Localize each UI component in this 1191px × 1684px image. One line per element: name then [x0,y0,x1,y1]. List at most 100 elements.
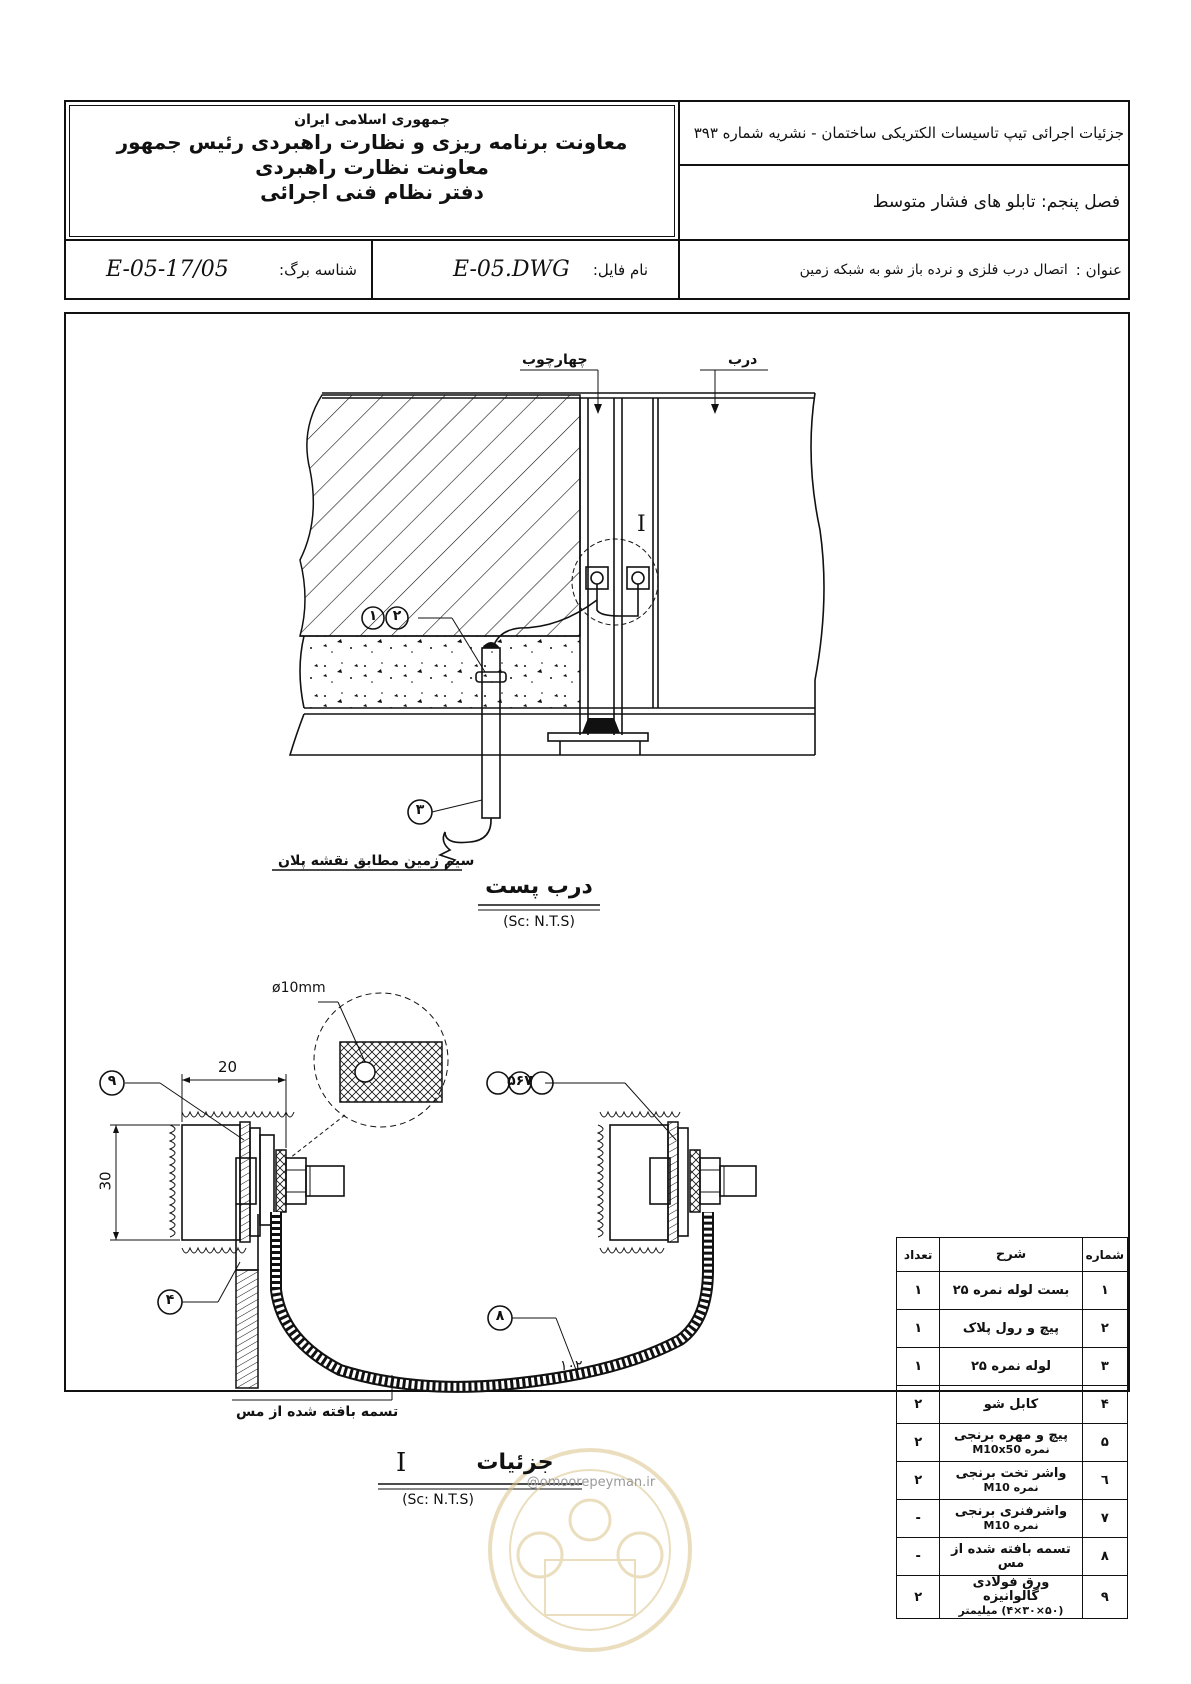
balloon-4-text: ۴ [165,1292,175,1308]
header-count: تعداد [895,1237,941,1272]
sheet-id-value: E-05-17/05 [106,257,229,282]
balloon-3 [407,799,433,825]
sheet-id-cell: E-05-17/05 شناسه برگ: [66,241,371,298]
balloon-8 [487,1305,513,1331]
row-count: ۱ [895,1347,941,1386]
concrete-layer [303,636,580,708]
org-line-3: معاونت نظارت راهبردی [255,155,489,179]
header-divider-h1 [680,164,1130,166]
detail-I-drawing [110,992,757,1401]
org-line-4: دفتر نظام فنی اجرائی [260,180,484,204]
diameter-label: ø10mm [272,980,326,996]
row-desc-text: بست لوله نمره ۲۵ [952,1282,1070,1298]
caption-detail-mark: I [396,1448,407,1478]
row-desc-text: واشر تخت برنجی [955,1465,1067,1481]
row-num: ۷ [1081,1499,1129,1538]
header-divider-v2 [371,241,373,298]
row-desc-text: واشرفنری برنجی [954,1503,1068,1519]
detail-mark-I: I [637,512,646,537]
row-num: ٦ [1081,1461,1129,1500]
balloon-1-text: ۱ [368,608,378,624]
row-num: ۵ [1081,1423,1129,1462]
label-frame: چهارچوب [522,352,588,368]
row-desc-text: ورق فولادی گالوانیزه [972,1575,1050,1604]
balloon-9 [99,1070,125,1096]
row-desc: پیچ و رول پلاک [939,1309,1083,1348]
row-desc-text: تسمه بافته شده از مس [951,1541,1071,1571]
row-desc-text: پیچ و رول پلاک [962,1320,1060,1336]
door-section-drawing [272,369,825,871]
strap-label: تسمه بافته شده از مس [236,1404,399,1420]
row-desc: بست لوله نمره ۲۵ [939,1271,1083,1310]
row-count: ۲ [895,1575,941,1619]
watermark-seal [488,1448,692,1652]
header-num: شماره [1081,1237,1129,1272]
row-num: ۲ [1081,1309,1129,1348]
row-desc: کابل شو [939,1385,1083,1424]
row-desc: تسمه بافته شده از مس [939,1537,1083,1576]
balloon-9-text: ۹ [107,1073,117,1089]
row-desc-sub: (۵۰×۳۰×۴) میلیمتر [958,1604,1064,1617]
table-row: ۳ لوله نمره ۲۵ ۱ [895,1347,1129,1386]
org-line-1: جمهوری اسلامی ایران [294,112,450,128]
braided-strap [270,1212,714,1393]
parts-table-header: شماره شرح تعداد [895,1237,1129,1272]
caption-detail: جزئیات [476,1450,554,1475]
publication-cell: جزئیات اجرائی تیپ تاسیسات الکتریکی ساختم… [680,102,1128,164]
chapter-text: فصل پنجم: تابلو های فشار متوسط [872,192,1120,212]
row-desc: لوله نمره ۲۵ [939,1347,1083,1386]
row-count: ۲ [895,1423,941,1462]
balloon-8-text: ۸ [495,1308,505,1324]
row-num: ۹ [1081,1575,1129,1619]
drawing-frame [64,312,1130,1392]
sheet-id-label: شناسه برگ: [279,260,357,279]
watermark-site: @omoorepeyman.ir [526,1475,656,1490]
org-cell: جمهوری اسلامی ایران معاونت برنامه ریزی و… [69,105,675,237]
row-num: ۱ [1081,1271,1129,1310]
page-number: ۱۰۲ [560,1358,583,1374]
row-num: ۳ [1081,1347,1129,1386]
balloon-7 [530,1071,554,1095]
title-cell: عنوان : اتصال درب فلزی و نرده باز شو به … [680,241,1128,298]
header-desc: شرح [939,1237,1083,1272]
row-desc-text: لوله نمره ۲۵ [970,1358,1052,1374]
dim-width-20: 20 [218,1058,238,1076]
scale-top: (Sc: N.T.S) [503,914,575,930]
row-num: ۸ [1081,1537,1129,1576]
row-desc-sub: نمره M10x50 [972,1442,1050,1456]
balloon-4 [157,1289,183,1315]
title-label: عنوان : [1075,260,1122,279]
balloon-3-text: ۳ [415,802,425,818]
row-count: ۲ [895,1461,941,1500]
file-value: E-05.DWG [453,257,570,282]
detail-circle-I [571,538,659,626]
file-cell: E-05.DWG نام فایل: [373,241,678,298]
magnify-circle [313,992,449,1128]
balloon-567-text: ۵۶۷ [507,1073,533,1089]
row-count: - [895,1499,941,1538]
ground-wire-label: سیم زمین مطابق نقشه پلان [278,853,475,869]
row-desc-text: پیچ و مهره برنجی [954,1427,1068,1443]
publication-text: جزئیات اجرائی تیپ تاسیسات الکتریکی ساختم… [693,124,1124,142]
caption-door-post: درب پست [485,874,593,899]
scale-bottom: (Sc: N.T.S) [402,1492,474,1508]
row-desc: ورق فولادی گالوانیزه(۵۰×۳۰×۴) میلیمتر [939,1575,1083,1619]
row-count: - [895,1537,941,1576]
balloon-1 [361,606,385,630]
title-value: اتصال درب فلزی و نرده باز شو به شبکه زمی… [799,261,1068,278]
row-num: ۴ [1081,1385,1129,1424]
balloon-2 [385,606,409,630]
table-row: ۸ تسمه بافته شده از مس- [895,1537,1129,1576]
dim-height-30: 30 [96,1171,115,1191]
